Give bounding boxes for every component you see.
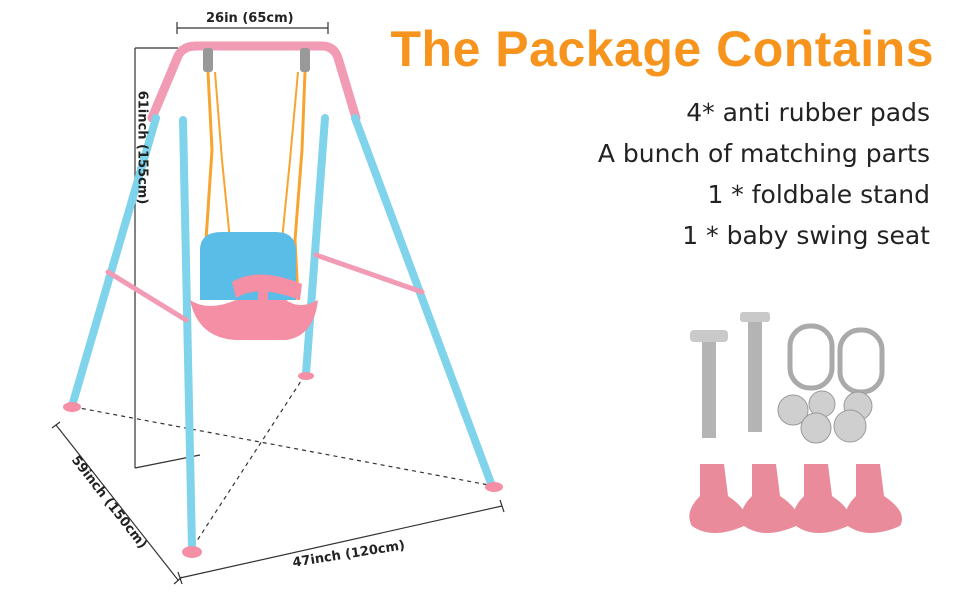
carabiner-icon (787, 323, 885, 395)
hardware-parts (689, 312, 902, 533)
list-item: 1 * foldbale stand (707, 180, 930, 209)
rubber-pad-icon (689, 464, 902, 533)
swing-frame-icon (63, 41, 503, 558)
top-width-label: 26in (65cm) (206, 11, 294, 26)
list-item: A bunch of matching parts (597, 139, 930, 168)
nut-icon (777, 390, 873, 444)
list-item: 1 * baby swing seat (682, 221, 930, 250)
dimension-lines (51, 22, 505, 585)
package-contents-list: 4* anti rubber pads A bunch of matching … (598, 92, 930, 256)
height-label: 61inch (155cm) (134, 90, 150, 205)
package-title: The Package Contains (390, 21, 934, 77)
list-item: 4* anti rubber pads (686, 98, 930, 127)
bolt-icon (690, 312, 770, 438)
